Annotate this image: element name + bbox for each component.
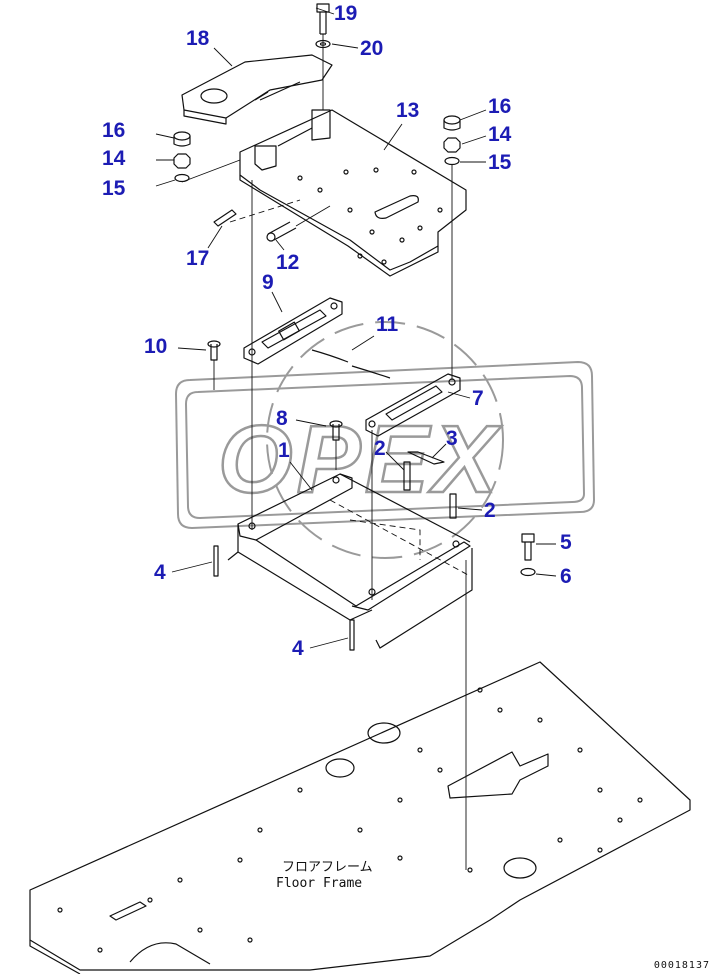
washer-6 <box>520 567 536 577</box>
callout-2-lower: 2 <box>484 499 496 522</box>
callout-11: 11 <box>376 313 399 336</box>
nut-14-right <box>443 137 461 153</box>
callout-8: 8 <box>276 407 288 430</box>
callout-2-upper: 2 <box>374 437 386 460</box>
callout-7: 7 <box>472 387 484 410</box>
nut-16-right <box>443 115 461 131</box>
callout-13: 13 <box>396 99 420 122</box>
callout-17: 17 <box>186 247 210 270</box>
callout-6: 6 <box>560 565 572 588</box>
callout-20: 20 <box>360 37 384 60</box>
watermark-text: OPEX <box>218 406 502 513</box>
tube-12 <box>266 221 297 242</box>
bracket-18 <box>181 54 333 125</box>
callout-15-right: 15 <box>488 151 512 174</box>
slide-rail-7 <box>365 373 461 437</box>
floor-frame <box>29 661 691 974</box>
floor-frame-label-en: Floor Frame <box>276 876 363 891</box>
pin-4-a <box>213 545 219 577</box>
spacer-2-b <box>449 493 457 519</box>
pin-4-b <box>349 619 355 651</box>
callout-15-left: 15 <box>102 177 126 200</box>
bolt-10 <box>207 340 221 361</box>
callout-leaders <box>155 7 557 649</box>
callout-16-right: 16 <box>488 95 512 118</box>
callout-10: 10 <box>144 335 168 358</box>
slide-rail-9 <box>243 297 343 365</box>
washer-15-left <box>174 173 190 183</box>
bolt-5 <box>521 533 535 561</box>
callout-19: 19 <box>334 2 358 25</box>
callout-16-left: 16 <box>102 119 126 142</box>
bar-3 <box>407 451 445 465</box>
callout-12: 12 <box>276 251 300 274</box>
pin-17 <box>213 209 237 227</box>
callout-18: 18 <box>186 27 210 50</box>
spacer-2-a <box>403 461 411 491</box>
callout-5: 5 <box>560 531 572 554</box>
callout-14-left: 14 <box>102 147 126 170</box>
plate-13 <box>239 109 467 277</box>
callout-1: 1 <box>278 439 290 462</box>
callout-4-lower: 4 <box>292 637 304 660</box>
callout-3: 3 <box>446 427 458 450</box>
drawing-number: 00018137 <box>653 960 710 971</box>
nut-16-left <box>173 131 191 147</box>
nut-14-left <box>173 153 191 169</box>
parts-drawing <box>29 3 691 974</box>
alignment-lines <box>181 34 471 870</box>
callout-14-right: 14 <box>488 123 512 146</box>
callout-4-left: 4 <box>154 561 166 584</box>
washer-15-right <box>444 156 460 166</box>
callout-9: 9 <box>262 271 274 294</box>
spring-11 <box>311 349 391 379</box>
watermark: OPEX <box>174 321 596 559</box>
floor-frame-label-jp: フロアフレーム <box>282 860 373 875</box>
